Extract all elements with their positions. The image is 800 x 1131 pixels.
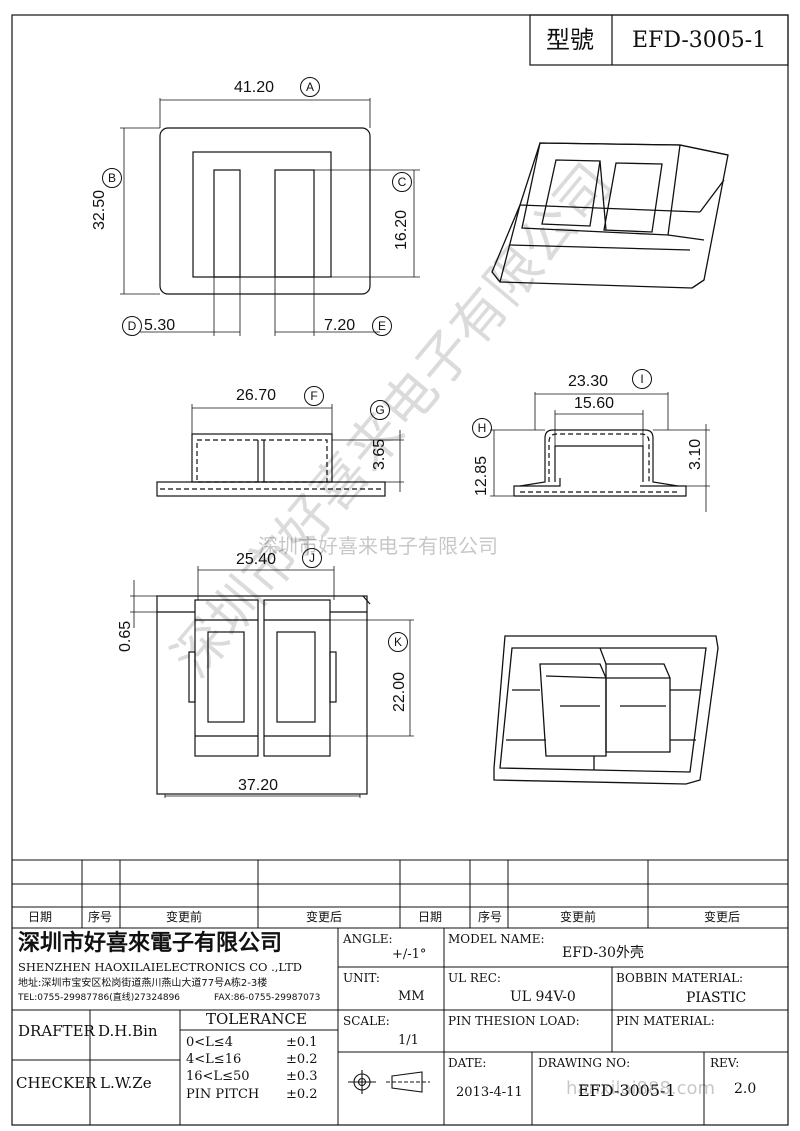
rev-value: 2.0 xyxy=(734,1081,757,1097)
dim-c-value: 16.20 xyxy=(393,209,410,250)
drafter-value: D.H.Bin xyxy=(98,1022,158,1040)
unit-label: UNIT: xyxy=(343,971,380,985)
dim-i-inner-value: 15.60 xyxy=(574,395,615,412)
model-value: EFD-3005-1 xyxy=(632,28,767,53)
tolerance-value-3: ±0.3 xyxy=(286,1069,318,1084)
tolerance-value-2: ±0.2 xyxy=(286,1052,318,1067)
title-block-lines xyxy=(12,859,788,1125)
side-view xyxy=(490,392,710,512)
callout-a: A xyxy=(300,77,320,97)
dim-h-side-value: 3.10 xyxy=(687,438,704,470)
callout-k: K xyxy=(388,632,408,652)
dim-a-value: 41.20 xyxy=(234,79,275,96)
callout-d: D xyxy=(122,316,142,336)
dim-b-value: 32.50 xyxy=(91,189,108,230)
dim-bottom-width-value: 37.20 xyxy=(238,777,279,794)
front-view xyxy=(156,404,404,497)
drafter-label: DRAFTER xyxy=(18,1022,95,1040)
rev-header-no-2: 序号 xyxy=(478,910,503,924)
date-value: 2013-4-11 xyxy=(456,1085,523,1100)
bottom-view xyxy=(130,566,414,798)
drawing-frame xyxy=(11,14,789,1126)
callout-h: H xyxy=(472,418,492,438)
scale-value: 1/1 xyxy=(398,1033,419,1048)
company-name-cn: 深圳市好喜來電子有限公司 xyxy=(18,930,283,956)
company-address: 地址:深圳市宝安区松岗街道燕川燕山大道77号A栋2-3楼 xyxy=(18,978,268,989)
checker-label: CHECKER xyxy=(16,1074,97,1092)
dim-j-value: 25.40 xyxy=(236,551,277,568)
company-fax: FAX:86-0755-29987073 xyxy=(214,993,321,1003)
callout-i: I xyxy=(632,369,652,389)
rev-label: REV: xyxy=(710,1056,740,1070)
model-name-label: MODEL NAME: xyxy=(448,932,545,946)
projection-symbol xyxy=(348,1070,430,1094)
tolerance-range-2: 4<L≤16 xyxy=(186,1052,242,1067)
angle-label: ANGLE: xyxy=(343,932,393,946)
unit-value: MM xyxy=(398,989,425,1004)
callout-e: E xyxy=(372,316,392,336)
rev-header-date-2: 日期 xyxy=(418,910,443,924)
rev-header-date-1: 日期 xyxy=(28,910,53,924)
callout-c: C xyxy=(392,172,412,192)
tolerance-value-4: ±0.2 xyxy=(286,1087,318,1102)
pin-material-label: PIN MATERIAL: xyxy=(616,1014,715,1028)
bobbin-material-value: PIASTIC xyxy=(686,990,747,1006)
bobbin-material-label: BOBBIN MATERIAL: xyxy=(616,971,744,985)
tolerance-range-3: 16<L≤50 xyxy=(186,1069,250,1084)
dim-e-value: 7.20 xyxy=(324,317,356,334)
model-label: 型號 xyxy=(546,26,594,54)
checker-value: L.W.Ze xyxy=(100,1074,152,1092)
tolerance-title: TOLERANCE xyxy=(206,1010,307,1028)
dim-f-value: 26.70 xyxy=(236,387,277,404)
rev-header-no-1: 序号 xyxy=(88,910,113,924)
dim-i-value: 23.30 xyxy=(568,373,609,390)
rev-header-before-1: 变更前 xyxy=(166,910,203,924)
rev-header-after-2: 变更后 xyxy=(704,910,741,924)
tolerance-value-1: ±0.1 xyxy=(286,1035,318,1050)
dim-d-value: 5.30 xyxy=(144,317,176,334)
ul-label: UL REC: xyxy=(448,971,501,985)
watermark-url: hanxilai888.com xyxy=(566,1078,716,1099)
dim-k-value: 22.00 xyxy=(391,671,408,712)
company-tel: TEL:0755-29987786(直线)27324896 xyxy=(18,993,181,1003)
iso-view-bottom xyxy=(493,635,719,785)
model-name-value: EFD-30外壳 xyxy=(562,945,644,961)
callout-f: F xyxy=(304,386,324,406)
watermark-center: 深圳市好喜来电子有限公司 xyxy=(258,534,498,558)
drawing-no-value: EFD-3005-1 xyxy=(578,1081,676,1100)
callout-b: B xyxy=(102,168,122,188)
angle-value: +/-1° xyxy=(392,947,427,962)
scale-label: SCALE: xyxy=(343,1014,390,1028)
rev-header-after-1: 变更后 xyxy=(306,910,343,924)
top-view xyxy=(120,98,420,336)
dim-j-side-value: 0.65 xyxy=(117,620,134,652)
callout-g: G xyxy=(370,400,390,420)
dim-h-value: 12.85 xyxy=(473,455,490,496)
pin-tension-label: PIN THESION LOAD: xyxy=(448,1014,580,1028)
iso-view-top xyxy=(491,142,729,289)
drawing-no-label: DRAWING NO: xyxy=(538,1056,631,1070)
model-title-box xyxy=(529,14,789,66)
company-name-en: SHENZHEN HAOXILAIELECTRONICS CO .,LTD xyxy=(18,960,302,974)
ul-value: UL 94V-0 xyxy=(510,989,576,1005)
tolerance-range-1: 0<L≤4 xyxy=(186,1035,233,1050)
tolerance-range-4: PIN PITCH xyxy=(186,1087,260,1102)
date-label: DATE: xyxy=(448,1056,487,1070)
rev-header-before-2: 变更前 xyxy=(560,910,597,924)
callout-j: J xyxy=(302,548,322,568)
